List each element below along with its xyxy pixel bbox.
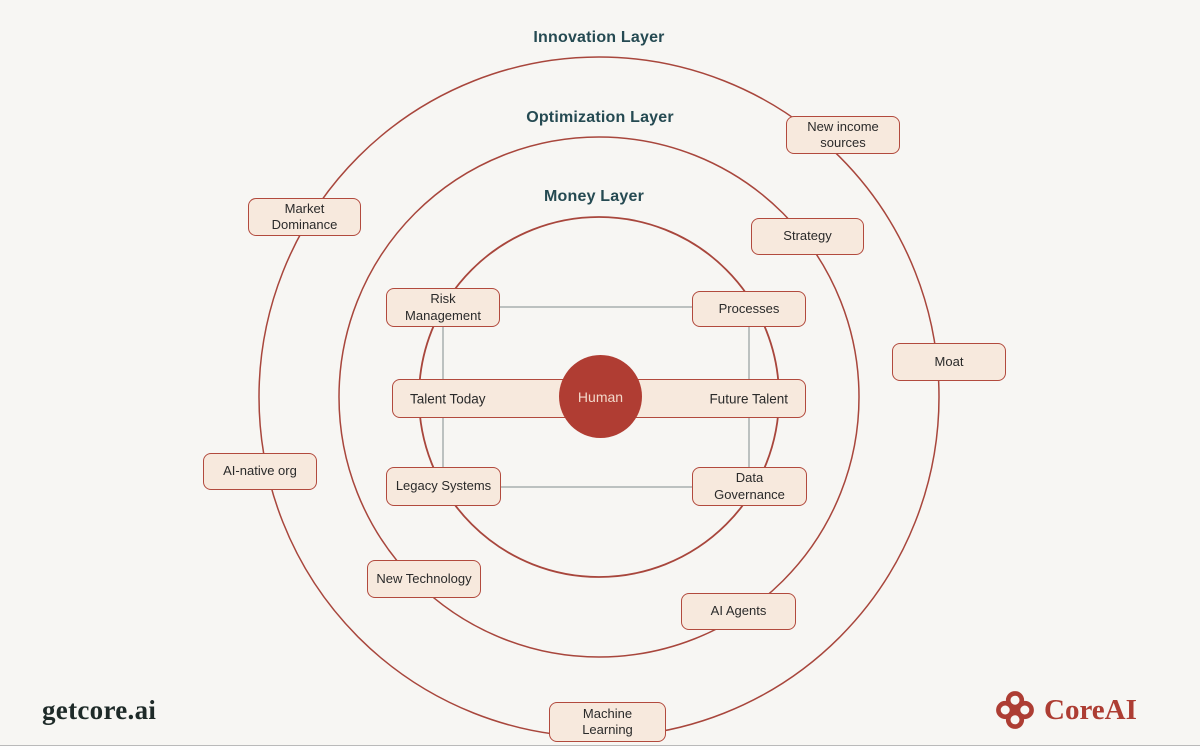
node-legacy-systems: Legacy Systems (386, 467, 501, 506)
optimization-layer-label: Optimization Layer (526, 109, 674, 126)
node-label: Strategy (783, 228, 832, 244)
node-label: AI Agents (710, 603, 767, 619)
node-market-dominance: Market Dominance (248, 198, 361, 236)
node-moat: Moat (892, 343, 1006, 381)
node-connectors (442, 306, 750, 488)
node-strategy: Strategy (751, 218, 864, 255)
node-processes: Processes (692, 291, 806, 327)
bottom-divider (0, 745, 1200, 746)
node-label: Processes (718, 300, 780, 316)
coreai-wordmark: CoreAI (1044, 693, 1137, 726)
node-label: Moat (934, 353, 964, 369)
coreai-knot-icon (996, 691, 1034, 729)
getcore-wordmark: getcore.ai (42, 695, 157, 725)
node-label: Risk Management (405, 291, 481, 323)
node-data-governance: Data Governance (692, 467, 807, 506)
human-hub: Human (559, 355, 642, 438)
node-label: AI-native org (223, 463, 297, 479)
human-label: Human (577, 388, 624, 405)
node-new-income-sources: New income sources (786, 116, 900, 154)
node-label: New Technology (376, 570, 472, 586)
node-ai-agents: AI Agents (681, 593, 796, 630)
node-label: Market Dominance (271, 200, 338, 232)
node-label: New income sources (807, 118, 879, 150)
money-layer-label: Money Layer (543, 188, 645, 205)
node-label: Data Governance (714, 470, 785, 502)
node-machine-learning: Machine Learning (549, 702, 666, 742)
optimization-layer-ring (338, 136, 860, 658)
innovation-layer-label: Innovation Layer (533, 29, 665, 46)
node-ai-native-org: AI-native org (203, 453, 317, 490)
node-new-technology: New Technology (367, 560, 481, 598)
node-label: Legacy Systems (395, 478, 492, 494)
bottom-strip (0, 746, 1200, 750)
future-talent-label: Future Talent (709, 391, 788, 406)
coreai-brand: CoreAI (996, 691, 1137, 729)
node-risk-management: Risk Management (386, 288, 500, 327)
talent-today-label: Talent Today (410, 391, 486, 406)
node-label: Machine Learning (582, 705, 633, 737)
